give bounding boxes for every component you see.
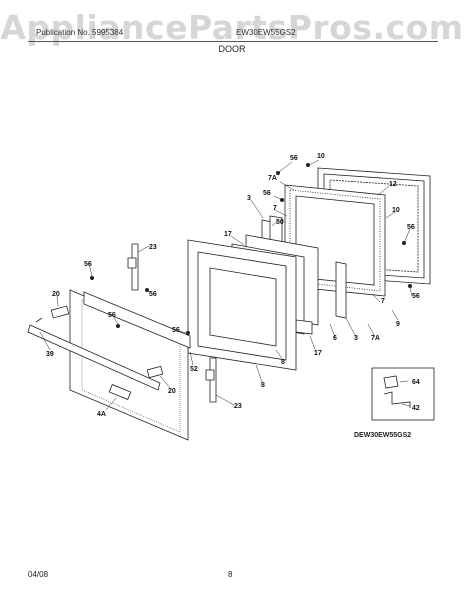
callout-7a: 7A: [371, 335, 380, 342]
section-title: DOOR: [218, 44, 246, 54]
callout-20: 20: [52, 291, 60, 298]
callout-56: 56: [290, 155, 298, 162]
inset-box-part: [371, 367, 435, 421]
callout-56: 56: [108, 312, 116, 319]
callout-42: 42: [412, 405, 420, 412]
publication-label: Publication No. 5995384: [36, 28, 124, 37]
callout-7: 7: [381, 298, 385, 305]
callout-64: 64: [412, 379, 420, 386]
end-cap-part: [50, 305, 164, 379]
callout-3: 3: [354, 335, 358, 342]
callout-7: 7: [273, 205, 277, 212]
callout-10: 10: [392, 207, 400, 214]
callout-23: 23: [149, 244, 157, 251]
callout-17: 17: [314, 350, 322, 357]
callout-6: 6: [333, 335, 337, 342]
callout-3: 3: [247, 195, 251, 202]
callout-4a: 4A: [97, 411, 106, 418]
footer-date: 04/08: [28, 570, 49, 579]
callout-8: 8: [261, 382, 265, 389]
callout-10: 10: [317, 153, 325, 160]
callout-9: 9: [396, 321, 400, 328]
diagram-code: DEW30EW55GS2: [354, 432, 412, 439]
callout-56: 56: [412, 293, 420, 300]
callout-23: 23: [234, 403, 242, 410]
callout-20: 20: [168, 388, 176, 395]
callout-8: 8: [281, 359, 285, 366]
callout-17: 17: [224, 231, 232, 238]
door-frame-part: [187, 239, 297, 371]
callout-56: 56: [84, 261, 92, 268]
footer-page-number: 8: [228, 570, 233, 579]
callout-12: 12: [389, 181, 397, 188]
callout-39: 39: [46, 351, 54, 358]
callout-56: 56: [263, 190, 271, 197]
callout-56: 56: [149, 291, 157, 298]
hinge-part: [127, 243, 217, 403]
header-rule: [28, 41, 438, 42]
callout-50: 50: [276, 219, 284, 226]
outer-door-panel-part: [69, 289, 191, 441]
callout-52: 52: [190, 366, 198, 373]
callout-56: 56: [407, 224, 415, 231]
callout-7a: 7A: [268, 175, 277, 182]
callout-56: 56: [172, 327, 180, 334]
watermark: AppliancePartsPros.com: [0, 8, 464, 47]
model-number: EW30EW55GS2: [236, 28, 296, 37]
